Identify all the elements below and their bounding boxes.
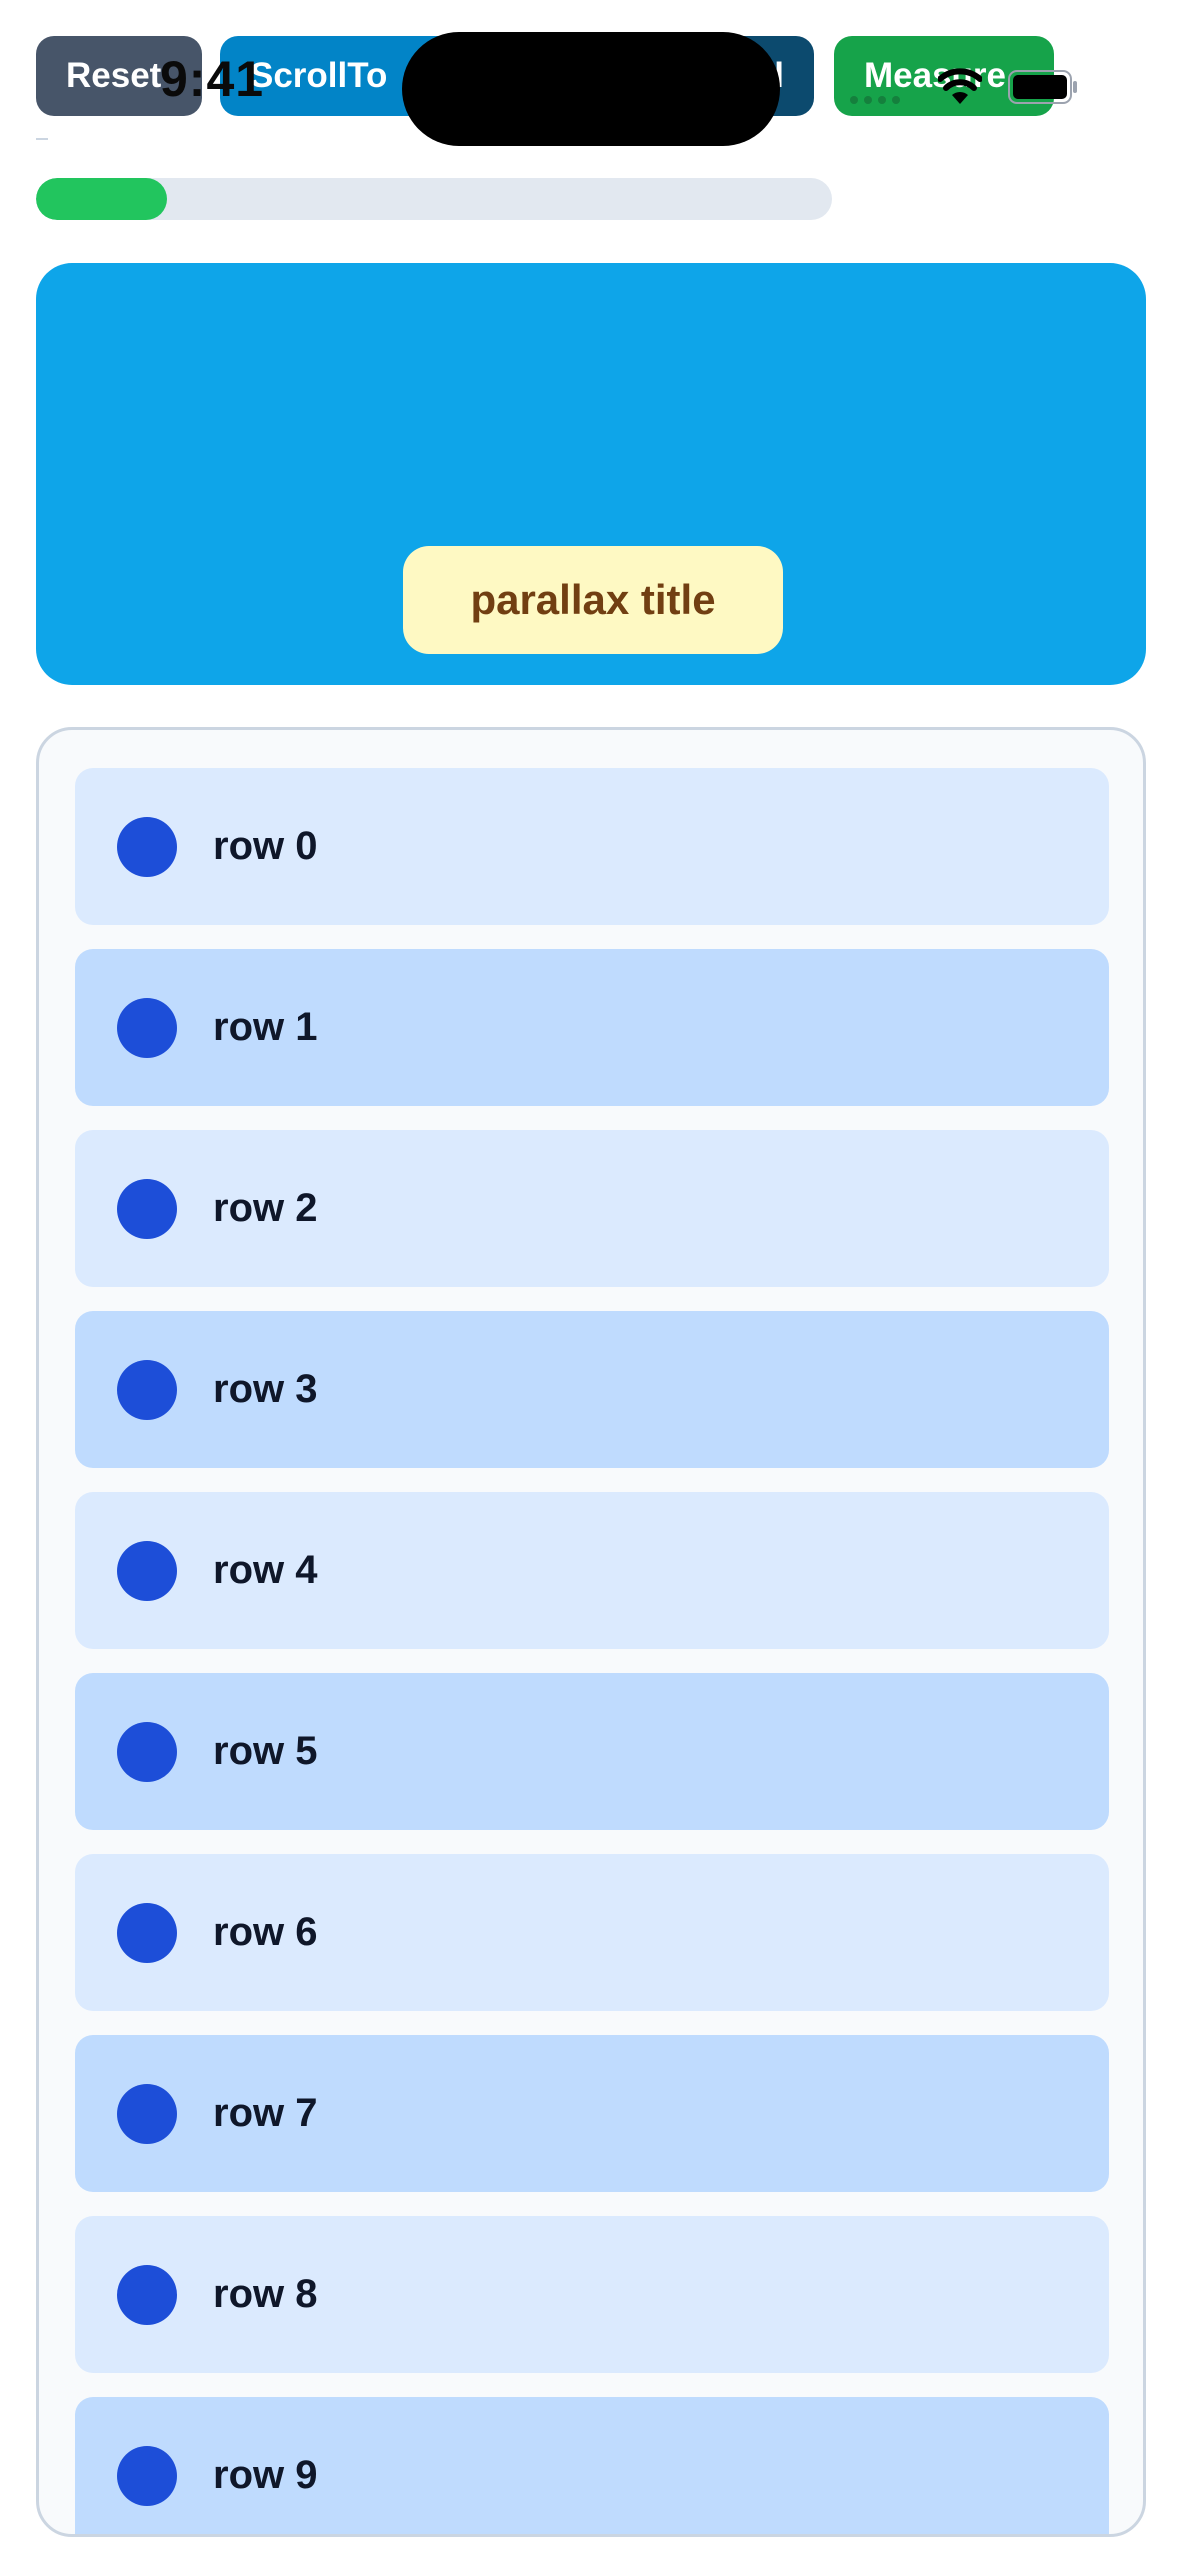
list-item-label: row 1 bbox=[213, 1005, 318, 1049]
battery-icon bbox=[1008, 70, 1077, 104]
circle-icon bbox=[117, 816, 177, 877]
list-item[interactable]: row 1 bbox=[75, 949, 1109, 1106]
list-rows: row 0 row 1 row 2 row 3 row 4 row 5 row 6 row 7… bbox=[75, 768, 1109, 2534]
list-item-label: row 9 bbox=[213, 2453, 318, 2497]
list-item[interactable]: row 0 bbox=[75, 768, 1109, 925]
list-item[interactable]: row 8 bbox=[75, 2216, 1109, 2373]
circle-icon bbox=[117, 2083, 177, 2144]
list-item[interactable]: row 7 bbox=[75, 2035, 1109, 2192]
circle-icon bbox=[117, 1359, 177, 1420]
progress-bar bbox=[36, 178, 832, 220]
circle-icon bbox=[117, 2264, 177, 2325]
list-item-label: row 2 bbox=[213, 1186, 318, 1230]
list-item-label: row 7 bbox=[213, 2091, 318, 2135]
list-item-label: row 5 bbox=[213, 1729, 318, 1773]
list-item[interactable]: row 3 bbox=[75, 1311, 1109, 1468]
list-item[interactable]: row 6 bbox=[75, 1854, 1109, 2011]
progress-fill bbox=[36, 178, 168, 220]
circle-icon bbox=[117, 1721, 177, 1782]
list-item-label: row 3 bbox=[213, 1367, 318, 1411]
list-item-label: row 8 bbox=[213, 2272, 318, 2316]
list-item[interactable]: row 5 bbox=[75, 1673, 1109, 1830]
scroll-list[interactable]: row 0 row 1 row 2 row 3 row 4 row 5 row 6 row 7… bbox=[36, 727, 1146, 2537]
circle-icon bbox=[117, 1902, 177, 1963]
circle-icon bbox=[117, 2445, 177, 2506]
cellular-signal-icon bbox=[850, 96, 900, 104]
list-item[interactable]: row 9 bbox=[75, 2397, 1109, 2534]
wifi-icon bbox=[938, 68, 982, 104]
circle-icon bbox=[117, 1178, 177, 1239]
circle-icon bbox=[117, 997, 177, 1058]
list-item-label: row 4 bbox=[213, 1548, 318, 1592]
divider bbox=[36, 138, 48, 140]
circle-icon bbox=[117, 1540, 177, 1601]
parallax-title: parallax title bbox=[403, 546, 783, 654]
reset-button[interactable]: Reset bbox=[36, 36, 202, 116]
status-time: 9:41 bbox=[160, 51, 265, 107]
list-item[interactable]: row 2 bbox=[75, 1130, 1109, 1287]
list-item[interactable]: row 4 bbox=[75, 1492, 1109, 1649]
dynamic-island bbox=[402, 32, 780, 146]
list-item-label: row 0 bbox=[213, 824, 318, 868]
parallax-hero: parallax title bbox=[36, 263, 1146, 685]
list-item-label: row 6 bbox=[213, 1910, 318, 1954]
